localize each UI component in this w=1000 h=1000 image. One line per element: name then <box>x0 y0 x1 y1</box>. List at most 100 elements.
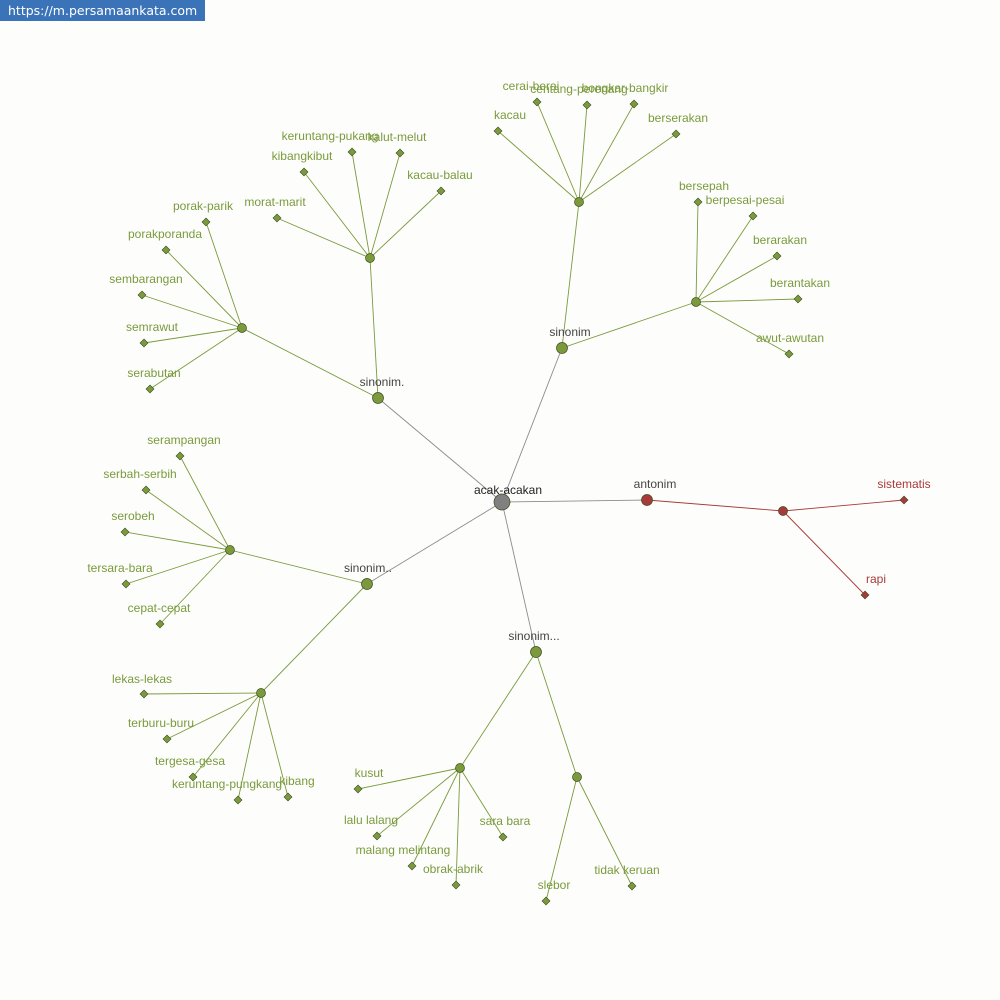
leaf-node-lekas-lekas[interactable] <box>139 689 149 699</box>
leaf-label-sembarangan: sembarangan <box>109 272 182 286</box>
edge-group-cluster <box>561 301 697 349</box>
leaf-node-awut-awutan[interactable] <box>784 349 794 359</box>
leaf-label-kalut-melut: kalut-melut <box>368 130 427 144</box>
leaf-node-kusut[interactable] <box>353 784 363 794</box>
site-url-badge[interactable]: https://m.persamaankata.com <box>0 0 206 21</box>
edge-kibangkibut <box>303 171 371 259</box>
leaf-node-porak-parik[interactable] <box>201 217 211 227</box>
edge-berarakan <box>695 255 778 303</box>
edge-group-cluster <box>260 583 368 694</box>
leaf-node-obrak-abrik[interactable] <box>451 880 461 890</box>
cluster-node[interactable] <box>237 323 247 333</box>
leaf-node-bersepah[interactable] <box>693 197 703 207</box>
edge-berserakan <box>578 133 677 203</box>
edge-semrawut <box>143 327 243 344</box>
leaf-node-cerai-berai[interactable] <box>532 97 542 107</box>
leaf-node-tersara-bara[interactable] <box>121 579 131 589</box>
cluster-node[interactable] <box>225 545 235 555</box>
edge-tidak-keruan <box>576 776 633 887</box>
leaf-node-porakporanda[interactable] <box>161 245 171 255</box>
edge-centang-perenang <box>578 104 588 203</box>
leaf-label-berarakan: berarakan <box>753 233 807 247</box>
leaf-label-berantakan: berantakan <box>770 276 830 290</box>
leaf-node-sembarangan[interactable] <box>137 290 147 300</box>
leaf-label-tergesa-gesa: tergesa-gesa <box>155 754 225 768</box>
leaf-node-sistematis[interactable] <box>899 495 909 505</box>
edge-serobeh <box>124 531 231 551</box>
cluster-node[interactable] <box>455 763 465 773</box>
edge-kacau-balau <box>369 190 442 259</box>
leaf-node-centang-perenang[interactable] <box>582 100 592 110</box>
graph-nodes <box>120 97 909 906</box>
leaf-node-keruntang-pungkang[interactable] <box>233 795 243 805</box>
leaf-node-berserakan[interactable] <box>671 129 681 139</box>
leaf-node-berantakan[interactable] <box>793 294 803 304</box>
cluster-node[interactable] <box>691 297 701 307</box>
root-node[interactable] <box>493 493 511 511</box>
leaf-label-tersara-bara: tersara-bara <box>87 561 153 575</box>
leaf-node-kalut-melut[interactable] <box>395 148 405 158</box>
leaf-node-kacau[interactable] <box>493 126 503 136</box>
edge-keruntang-pukang <box>351 151 371 259</box>
edge-terburu-buru <box>166 692 262 740</box>
edge-morat-marit <box>276 217 371 259</box>
cluster-node[interactable] <box>365 253 375 263</box>
cluster-node[interactable] <box>256 688 266 698</box>
leaf-node-berarakan[interactable] <box>772 251 782 261</box>
edge-root-sinonim <box>366 501 503 585</box>
leaf-label-malang-melintang: malang melintang <box>356 843 451 857</box>
leaf-node-serbah-serbih[interactable] <box>141 485 151 495</box>
leaf-label-porakporanda: porakporanda <box>128 227 202 241</box>
leaf-node-kibang[interactable] <box>283 792 293 802</box>
synonym-group-node[interactable] <box>530 646 542 658</box>
edge-lalu-lalang <box>376 767 461 837</box>
synonym-group-node[interactable] <box>372 392 384 404</box>
leaf-label-kacau: kacau <box>494 108 526 122</box>
cluster-node[interactable] <box>574 197 584 207</box>
synonym-group-node[interactable] <box>556 342 568 354</box>
leaf-node-tidak-keruan[interactable] <box>627 881 637 891</box>
leaf-label-sara-bara: sara bara <box>480 814 531 828</box>
leaf-node-berpesai-pesai[interactable] <box>748 211 758 221</box>
leaf-node-morat-marit[interactable] <box>272 213 282 223</box>
edge-porakporanda <box>165 249 243 329</box>
leaf-node-tergesa-gesa[interactable] <box>188 772 198 782</box>
edge-tergesa-gesa <box>192 692 262 778</box>
cluster-node[interactable] <box>778 506 788 516</box>
leaf-node-keruntang-pukang[interactable] <box>347 147 357 157</box>
leaf-label-terburu-buru: terburu-buru <box>128 716 194 730</box>
leaf-node-serobeh[interactable] <box>120 527 130 537</box>
leaf-label-kusut: kusut <box>355 766 384 780</box>
edge-bongkar-bangkir <box>578 103 635 203</box>
leaf-node-terburu-buru[interactable] <box>162 734 172 744</box>
leaf-label-serampangan: serampangan <box>147 433 220 447</box>
leaf-node-cepat-cepat[interactable] <box>155 619 165 629</box>
leaf-node-serampangan[interactable] <box>175 451 185 461</box>
leaf-node-lalu-lalang[interactable] <box>372 831 382 841</box>
leaf-node-sara-bara[interactable] <box>498 832 508 842</box>
leaf-node-bongkar-bangkir[interactable] <box>629 99 639 109</box>
edge-sistematis <box>782 499 905 512</box>
leaf-node-kibangkibut[interactable] <box>299 167 309 177</box>
edge-porak-parik <box>205 221 243 329</box>
leaf-node-rapi[interactable] <box>860 590 870 600</box>
edge-kibang <box>260 692 289 798</box>
edge-group-cluster <box>241 327 379 399</box>
edge-kacau <box>497 130 580 203</box>
edge-group-cluster <box>646 499 784 512</box>
cluster-node[interactable] <box>572 772 582 782</box>
leaf-label-berpesai-pesai: berpesai-pesai <box>706 193 785 207</box>
edge-rapi <box>782 510 866 596</box>
edge-group-cluster <box>229 549 368 585</box>
leaf-node-kacau-balau[interactable] <box>436 186 446 196</box>
antonym-group-node[interactable] <box>641 494 653 506</box>
leaf-node-semrawut[interactable] <box>139 338 149 348</box>
leaf-node-malang-melintang[interactable] <box>407 861 417 871</box>
leaf-node-serabutan[interactable] <box>145 384 155 394</box>
synonym-group-node[interactable] <box>361 578 373 590</box>
leaf-label-keruntang-pungkang: keruntang-pungkang <box>172 777 282 791</box>
leaf-label-serobeh: serobeh <box>111 509 154 523</box>
leaf-node-slebor[interactable] <box>541 896 551 906</box>
group-label: sinonim.. <box>344 561 392 575</box>
edge-berpesai-pesai <box>695 215 754 303</box>
